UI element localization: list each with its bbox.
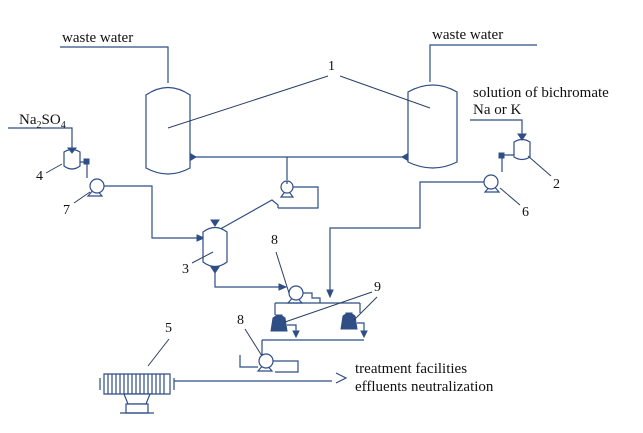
callout-6: 6 [522,205,529,220]
vessel-4-valve [83,158,90,165]
waste-water-right-label: waste water [432,27,504,43]
pump-lower-middle [286,285,304,304]
reactor-outlet-arrow [278,283,288,291]
vessel-2-valve [498,152,505,159]
leader-1-right [339,75,431,109]
tank-right-outlet-valve [401,153,408,161]
bichromate-label-line1: solution of bichromate [473,85,609,101]
leader-3 [191,251,214,264]
dosing-vessel-bichromate [513,133,531,161]
outlet-label-line2: effluents neutralization [355,379,494,395]
na2so4-feed-line [8,127,73,148]
leader-7 [73,191,91,204]
callout-7: 7 [63,203,70,218]
callout-9: 9 [374,280,381,295]
pump-upper-center [279,180,295,198]
waste-water-left-label: waste water [62,30,134,46]
callout-5: 5 [165,321,172,336]
storage-tank-left [145,86,191,175]
leader-9-b [353,296,378,321]
leader-6 [499,187,521,206]
bichromate-label-line2: Na or K [473,102,522,118]
pump-upper-discharge-loop [278,186,319,209]
reactor-to-pump-lower-line [214,273,285,288]
na2so4-so: SO [41,112,61,128]
waste-water-left-feed-line [60,46,169,83]
tank-left-outlet-valve [190,153,197,161]
pump-7 [86,178,105,197]
filter-left-out-arrow [292,330,300,339]
reactor-vessel-3 [202,219,228,274]
na2so4-na: Na [19,112,37,128]
bichromate-feed-line [470,119,523,134]
vacuum-drum-filter-5 [99,373,175,414]
pump-6 [483,174,501,193]
pump-lower-left-return [239,355,258,368]
callout-3: 3 [182,262,189,277]
leader-8-lower [244,328,263,357]
filter-unit-left [270,314,288,332]
leader-2 [527,155,552,177]
callout-4: 4 [36,169,43,184]
callout-1: 1 [328,59,335,74]
na2so4-label: Na2SO4 [19,113,66,131]
leader-1-left [167,75,329,129]
reactor-inlet-arrow [196,234,206,242]
callout-8-upper: 8 [271,233,278,248]
waste-water-right-feed-line [429,44,537,82]
na2so4-sub-4: 4 [60,120,66,131]
leader-9-a [284,291,373,323]
callout-8-lower: 8 [237,313,244,328]
pump-6-to-mixer-line [329,181,484,296]
filter-right-out-arrow [360,330,368,339]
leader-4 [45,163,63,174]
pump-upper-to-reactor-line [214,199,279,233]
leader-8-upper [275,251,290,294]
outlet-arrow [335,372,348,384]
leader-5 [147,338,170,367]
pump-lower-left [256,353,274,372]
mixer-inlet-arrow [326,289,334,299]
storage-tank-right [407,84,458,169]
callout-2: 2 [553,177,560,192]
dosing-vessel-na2so4 [63,147,81,170]
pump-lower-discharge-line [303,292,321,303]
pump-lower-left-loop [273,360,299,373]
na2so4-sub-2: 2 [36,120,42,131]
outlet-label-line1: treatment facilities [355,361,468,377]
pump-7-to-reactor-line [104,185,203,239]
filter-unit-right [340,312,358,330]
